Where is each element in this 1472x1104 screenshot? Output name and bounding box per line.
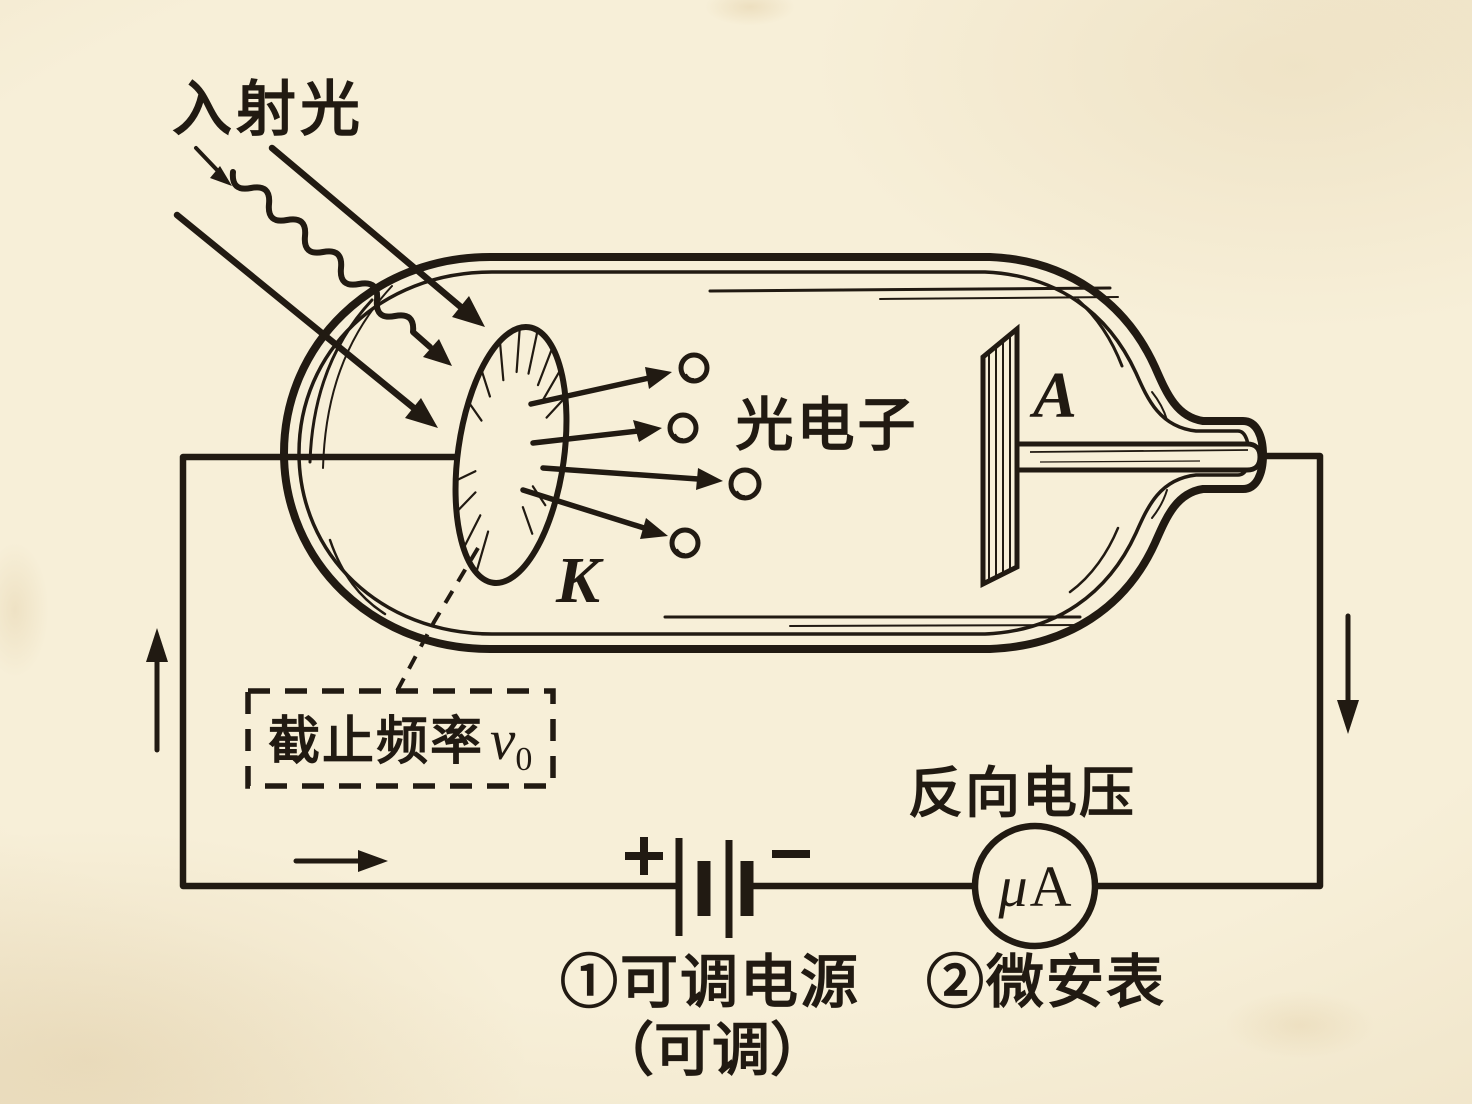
electron-particles bbox=[667, 352, 762, 559]
electron bbox=[728, 467, 762, 501]
light-ray-bottom bbox=[173, 211, 438, 428]
electron-arrow bbox=[540, 465, 723, 490]
meter-unit: μA bbox=[997, 854, 1071, 919]
callout-leader-line bbox=[394, 546, 480, 694]
anode-support-rod bbox=[1014, 441, 1263, 473]
electron bbox=[667, 412, 699, 444]
anode-plate-hatching bbox=[988, 336, 1011, 581]
wire-cathode-to-battery bbox=[179, 453, 681, 890]
light-ray-top bbox=[268, 144, 485, 327]
caption-microammeter: ②微安表 bbox=[926, 950, 1166, 1015]
electron-arrow bbox=[520, 487, 668, 539]
incident-light-label: 入射光 bbox=[172, 77, 364, 143]
captions: ①可调电源 （可调） ②微安表 bbox=[560, 950, 1166, 1083]
cathode-hatching bbox=[454, 326, 567, 574]
electron bbox=[678, 352, 710, 384]
circuit-wires bbox=[179, 452, 1324, 890]
current-arrow-right bbox=[293, 850, 388, 872]
caption-power-note: （可调） bbox=[596, 1018, 828, 1083]
tube-inner-wall bbox=[297, 270, 1251, 636]
anode-plate bbox=[980, 323, 1020, 589]
light-ray-wavy bbox=[229, 169, 452, 366]
electron-arrow bbox=[530, 420, 662, 446]
electron-shading bbox=[674, 373, 746, 555]
microammeter: 反向电压 μA bbox=[908, 763, 1136, 950]
wire-anode-to-meter bbox=[1091, 452, 1324, 890]
battery-symbol bbox=[625, 837, 810, 938]
cathode-label: K bbox=[555, 544, 604, 617]
tube-outer-wall bbox=[280, 253, 1267, 653]
reverse-voltage-label: 反向电压 bbox=[908, 763, 1136, 824]
meter-dial bbox=[971, 822, 1099, 950]
incident-light: 入射光 bbox=[172, 77, 485, 428]
current-arrow-down bbox=[1337, 613, 1359, 734]
electron-arrow bbox=[528, 367, 672, 407]
current-direction-arrows bbox=[146, 613, 1359, 872]
tube-glass-shading bbox=[308, 285, 1168, 627]
electron bbox=[669, 527, 701, 559]
anode-label: A bbox=[1029, 359, 1077, 432]
vacuum-tube bbox=[280, 253, 1267, 653]
caption-power-supply: ①可调电源 bbox=[560, 950, 860, 1015]
cathode-disc bbox=[452, 324, 570, 586]
current-arrow-up bbox=[146, 628, 168, 753]
photoelectrons: 光电子 bbox=[520, 352, 918, 559]
battery-plus-sign bbox=[625, 837, 663, 875]
anode: A bbox=[980, 323, 1263, 589]
callout-dashed-box bbox=[245, 688, 556, 789]
rod-shading bbox=[1029, 449, 1249, 463]
electron-arrows bbox=[520, 367, 723, 539]
light-label-pointer bbox=[194, 146, 232, 186]
cathode: K bbox=[452, 324, 604, 617]
photoelectrons-label: 光电子 bbox=[735, 393, 918, 458]
